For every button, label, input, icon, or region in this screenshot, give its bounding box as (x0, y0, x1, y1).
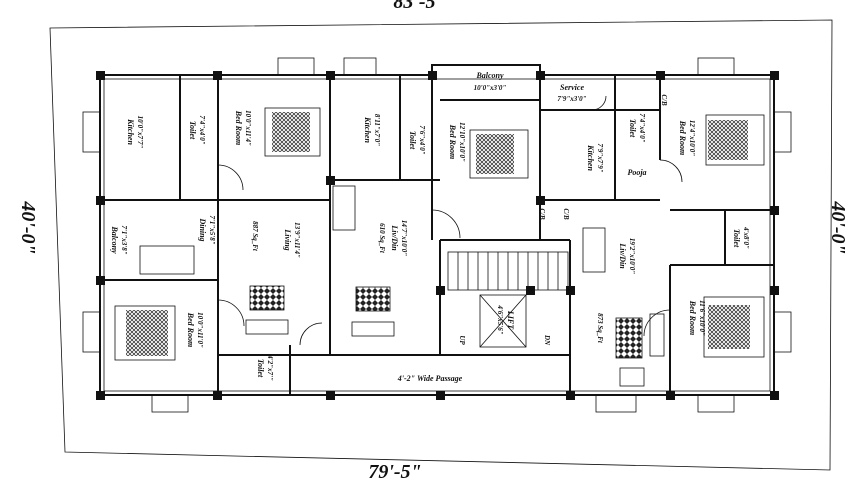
room-balcony-left-size: 7'1"x3'8" (120, 225, 128, 254)
room-bedroom-5-label: Bed Room (688, 300, 697, 335)
room-lift-size: 4'6"x5'6" (496, 304, 504, 334)
room-kitchen-2-label: Kitchen (363, 116, 372, 143)
dimension-bottom: 79'-5" (368, 461, 421, 483)
room-dining-size: 7'1"x5'8" (208, 215, 216, 244)
room-toilet-2-size: 7'6"x4'0" (418, 125, 426, 154)
room-livdin-1-size: 14'7"x10'0" (400, 220, 408, 256)
room-service-label: Service (560, 83, 584, 92)
room-lift-label: LIFT (506, 310, 515, 330)
area-label-3: 873 Sq_Ft (596, 313, 604, 344)
room-livdin-2-label: Liv/Din (618, 242, 627, 269)
room-bedroom-4-size: 10'0"x11'0" (196, 312, 204, 348)
room-bedroom-3-label: Bed Room (678, 120, 687, 155)
room-kitchen-1-label: Kitchen (126, 118, 135, 145)
stair-up-tag: UP (458, 335, 466, 345)
door-swings (217, 95, 683, 346)
room-bedroom-2-label: Bed Room (448, 124, 457, 159)
room-livdin-1-label: Liv/Din (390, 224, 399, 251)
cb-tag-3: C/B (562, 208, 570, 220)
room-toilet-2-label: Toilet (408, 131, 417, 150)
room-kitchen-3-label: Kitchen (586, 144, 595, 171)
room-bedroom-4-label: Bed Room (186, 312, 195, 347)
dimension-left: 40'-0" (17, 200, 39, 254)
room-toilet-4-label: Toilet (732, 229, 741, 248)
windows (82, 57, 792, 413)
room-toilet-1-size: 7'4"x4'0" (198, 115, 206, 144)
room-bedroom-3-size: 12'4"x10'0" (688, 120, 696, 156)
room-labels: Kitchen 10'0"x7'7" Toilet 7'4"x4'0" Bed … (110, 71, 750, 381)
room-toilet-3-label: Toilet (628, 119, 637, 138)
room-bedroom-1-label: Bed Room (234, 110, 243, 145)
area-labels: 887 Sq_Ft 610 Sq_Ft 873 Sq_Ft (251, 221, 604, 344)
room-bedroom-1-size: 10'0"x11'4" (244, 110, 252, 146)
room-balcony-top-size: 10'0"x3'0" (474, 84, 507, 92)
bed-furniture (114, 107, 765, 361)
pooja-tag: Pooja (627, 168, 646, 177)
dimension-right: 40'-0" (827, 200, 849, 254)
room-toilet-4-size: 4'x8'0" (742, 226, 750, 249)
interior-walls (100, 75, 774, 395)
room-toilet-1-label: Toilet (188, 121, 197, 140)
area-label-1: 887 Sq_Ft (251, 221, 259, 252)
room-balcony-top-label: Balcony (475, 71, 504, 80)
structural-columns (96, 71, 779, 400)
room-balcony-left-label: Balcony (110, 225, 119, 254)
room-service-size: 7'9"x3'0" (557, 95, 586, 103)
room-toilet-5-size: 4'2"x7'" (266, 354, 274, 381)
plot-boundary (49, 19, 833, 471)
misc-tags: C/B C/B C/B Pooja UP DN (458, 94, 668, 346)
area-label-2: 610 Sq_Ft (378, 223, 386, 254)
room-kitchen-2-size: 8'11"x7'0" (373, 114, 381, 146)
room-dining-label: Dining (198, 217, 207, 241)
room-bedroom-2-size: 12'10"x10'0" (458, 122, 466, 162)
living-furniture (139, 185, 665, 387)
room-bedroom-5-size: 11'6"x10'0" (698, 300, 706, 336)
room-living-label: Living (283, 228, 292, 250)
room-living-size: 13'9"x11'4" (293, 222, 301, 258)
room-livdin-2-size: 19'2"x10'0" (628, 238, 636, 274)
room-toilet-5-label: Toilet (256, 359, 265, 378)
cb-tag-2: C/B (538, 208, 546, 220)
dimension-top: 83'-5" (393, 0, 446, 13)
room-toilet-3-size: 7'4"x4'0" (638, 113, 646, 142)
stair-down-tag: DN (543, 334, 551, 346)
passage-label: 4'-2" Wide Passage (397, 374, 463, 383)
room-kitchen-1-size: 10'0"x7'7" (136, 116, 144, 149)
room-kitchen-3-size: 7'9"x7'9" (596, 143, 604, 172)
stair-and-lift (447, 251, 569, 348)
cb-tag-1: C/B (660, 94, 668, 106)
